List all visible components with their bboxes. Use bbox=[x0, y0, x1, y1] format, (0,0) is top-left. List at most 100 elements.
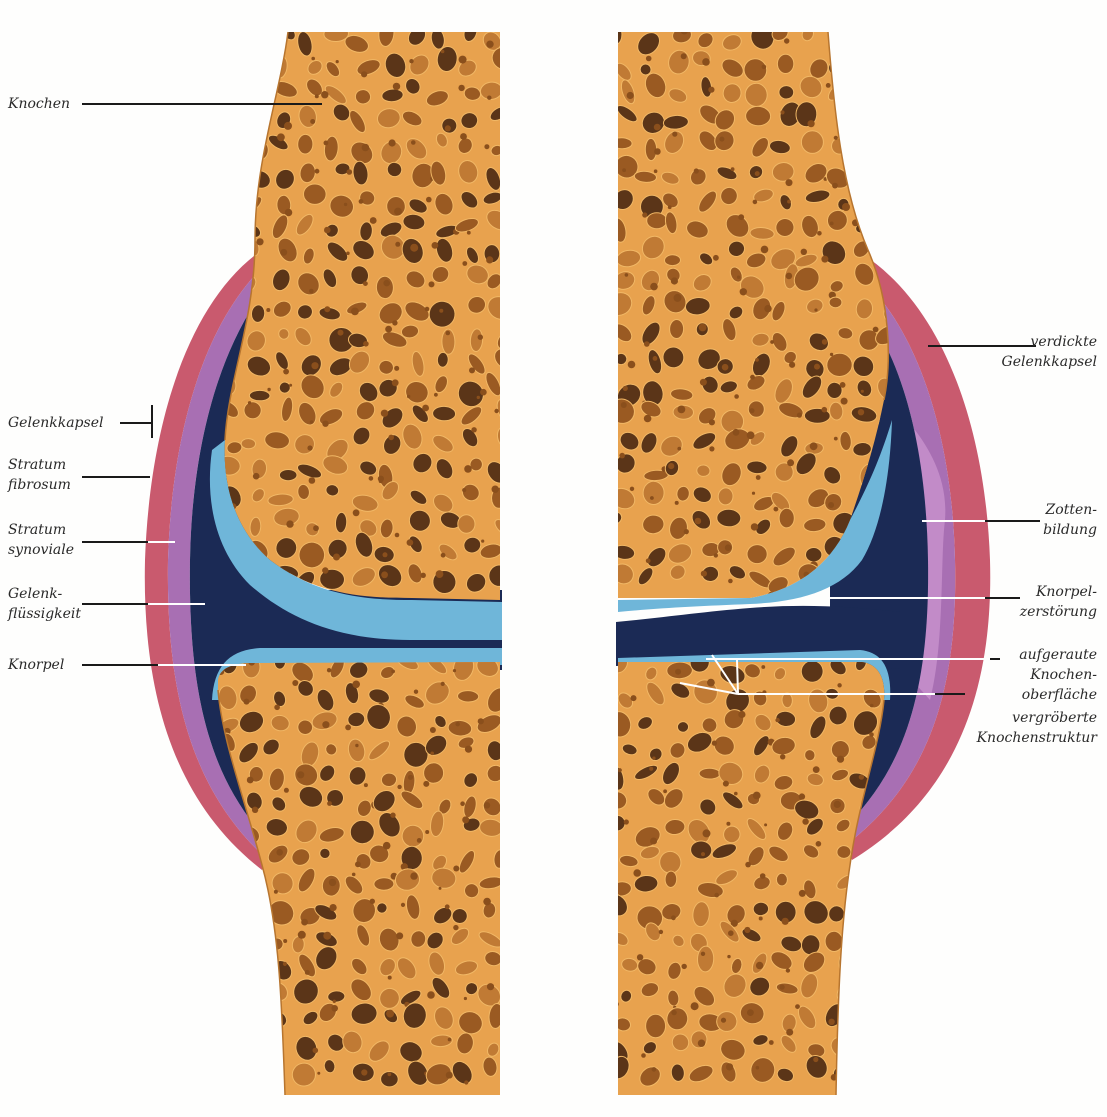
bone-pore bbox=[855, 50, 881, 78]
bone-pore bbox=[831, 29, 848, 52]
bone-pore bbox=[249, 390, 270, 401]
bone-pore-small bbox=[830, 353, 833, 356]
bone-pore-small bbox=[246, 1044, 249, 1047]
bone-pore-small bbox=[227, 888, 234, 895]
bone-pore-small bbox=[369, 476, 374, 481]
bone-pore-small bbox=[625, 273, 629, 277]
bone-pore-small bbox=[738, 214, 744, 220]
bone-pore-small bbox=[361, 1069, 367, 1075]
bone-pore bbox=[861, 160, 876, 185]
bone-pore-small bbox=[392, 320, 397, 325]
bone-pore-small bbox=[267, 388, 270, 391]
bone-pore-small bbox=[775, 718, 779, 722]
bone-pore bbox=[423, 762, 444, 783]
bone-pore bbox=[829, 297, 842, 308]
bone-pore-small bbox=[429, 281, 435, 287]
bone-pore-small bbox=[329, 879, 336, 886]
bone-pore bbox=[851, 1024, 884, 1058]
bone-pore-small bbox=[322, 421, 328, 427]
bone-pore-small bbox=[361, 71, 367, 77]
bone-pore-small bbox=[359, 199, 364, 204]
bone-pore-small bbox=[258, 116, 265, 123]
bone-pore-small bbox=[813, 1057, 818, 1062]
bone-pore-small bbox=[677, 447, 681, 451]
bone-pore bbox=[214, 218, 236, 239]
bone-pore-small bbox=[462, 261, 467, 266]
bone-pore-small bbox=[385, 326, 392, 333]
bone-pore-small bbox=[703, 829, 711, 837]
bone-pore bbox=[297, 134, 313, 154]
bone-pore-small bbox=[747, 431, 755, 439]
bone-pore-small bbox=[434, 393, 438, 397]
bone-pore-small bbox=[395, 242, 400, 247]
bone-pore-small bbox=[311, 362, 318, 369]
bone-pore-small bbox=[453, 669, 456, 672]
bone-pore-small bbox=[744, 927, 750, 933]
bone-pore-small bbox=[652, 757, 655, 760]
bone-pore-small bbox=[722, 364, 729, 371]
lower-right-bone bbox=[601, 650, 886, 1095]
bone-pore-small bbox=[436, 570, 444, 578]
bone-pore bbox=[217, 1034, 237, 1059]
bone-pore-small bbox=[774, 507, 779, 512]
bone-pore-small bbox=[842, 203, 850, 211]
bone-pore-small bbox=[797, 413, 802, 418]
bone-pore bbox=[859, 104, 873, 122]
bone-pore-small bbox=[642, 212, 647, 217]
bone-pore-small bbox=[464, 1080, 468, 1084]
bone-pore-small bbox=[745, 862, 751, 868]
bone-pore-small bbox=[471, 427, 476, 432]
bone-pore bbox=[699, 768, 720, 779]
bone-pore-small bbox=[426, 197, 432, 203]
bone-pore-small bbox=[901, 53, 909, 61]
bone-pore bbox=[210, 37, 236, 48]
bone-pore-small bbox=[701, 852, 705, 856]
bone-pore-small bbox=[248, 401, 251, 404]
bone-pore-small bbox=[393, 83, 400, 90]
bone-pore bbox=[218, 953, 236, 975]
bone-pore-small bbox=[858, 409, 864, 415]
bone-pore-small bbox=[383, 842, 391, 850]
bone-pore-small bbox=[654, 148, 661, 155]
bone-pore-small bbox=[228, 163, 236, 171]
bone-pore-small bbox=[756, 1066, 760, 1070]
bone-pore-small bbox=[324, 141, 329, 146]
bone-pore-small bbox=[613, 939, 618, 944]
label-gelenkkapsel: Gelenkkapsel bbox=[8, 413, 103, 433]
bone-pore-small bbox=[641, 1053, 646, 1058]
bone-pore-small bbox=[432, 242, 439, 249]
bone-pore bbox=[859, 980, 885, 997]
bone-pore-small bbox=[750, 375, 755, 380]
bone-pore bbox=[457, 690, 479, 702]
bone-pore-small bbox=[462, 488, 466, 492]
bone-pore-small bbox=[383, 552, 388, 557]
bone-pore-small bbox=[223, 226, 226, 229]
bone-pore bbox=[883, 23, 910, 50]
bone-pore-small bbox=[487, 983, 494, 990]
bone-pore-small bbox=[266, 308, 270, 312]
bone-pore bbox=[858, 898, 878, 920]
bone-pore-small bbox=[873, 1036, 881, 1044]
bone-pore bbox=[884, 132, 910, 156]
bone-pore-small bbox=[262, 1029, 270, 1037]
bone-pore-small bbox=[644, 341, 650, 347]
bone-pore-small bbox=[674, 294, 682, 302]
bone-pore bbox=[220, 50, 250, 80]
bone-pore-small bbox=[784, 38, 789, 43]
bone-pore-small bbox=[708, 87, 714, 93]
label-stratum-synoviale: Stratum synoviale bbox=[8, 520, 74, 560]
bone-pore-small bbox=[756, 475, 761, 480]
bone-pore bbox=[858, 956, 881, 980]
bone-pore-small bbox=[389, 139, 396, 146]
bone-pore bbox=[208, 980, 233, 1009]
bone-pore-small bbox=[875, 923, 882, 930]
bone-pore bbox=[778, 85, 794, 99]
bone-pore-small bbox=[668, 205, 672, 209]
bone-pore-small bbox=[659, 930, 663, 934]
bone-pore bbox=[215, 75, 242, 103]
bone-pore-small bbox=[483, 898, 491, 906]
bone-pore-small bbox=[298, 931, 306, 939]
bone-pore-small bbox=[256, 238, 263, 245]
bone-pore-small bbox=[484, 144, 489, 149]
